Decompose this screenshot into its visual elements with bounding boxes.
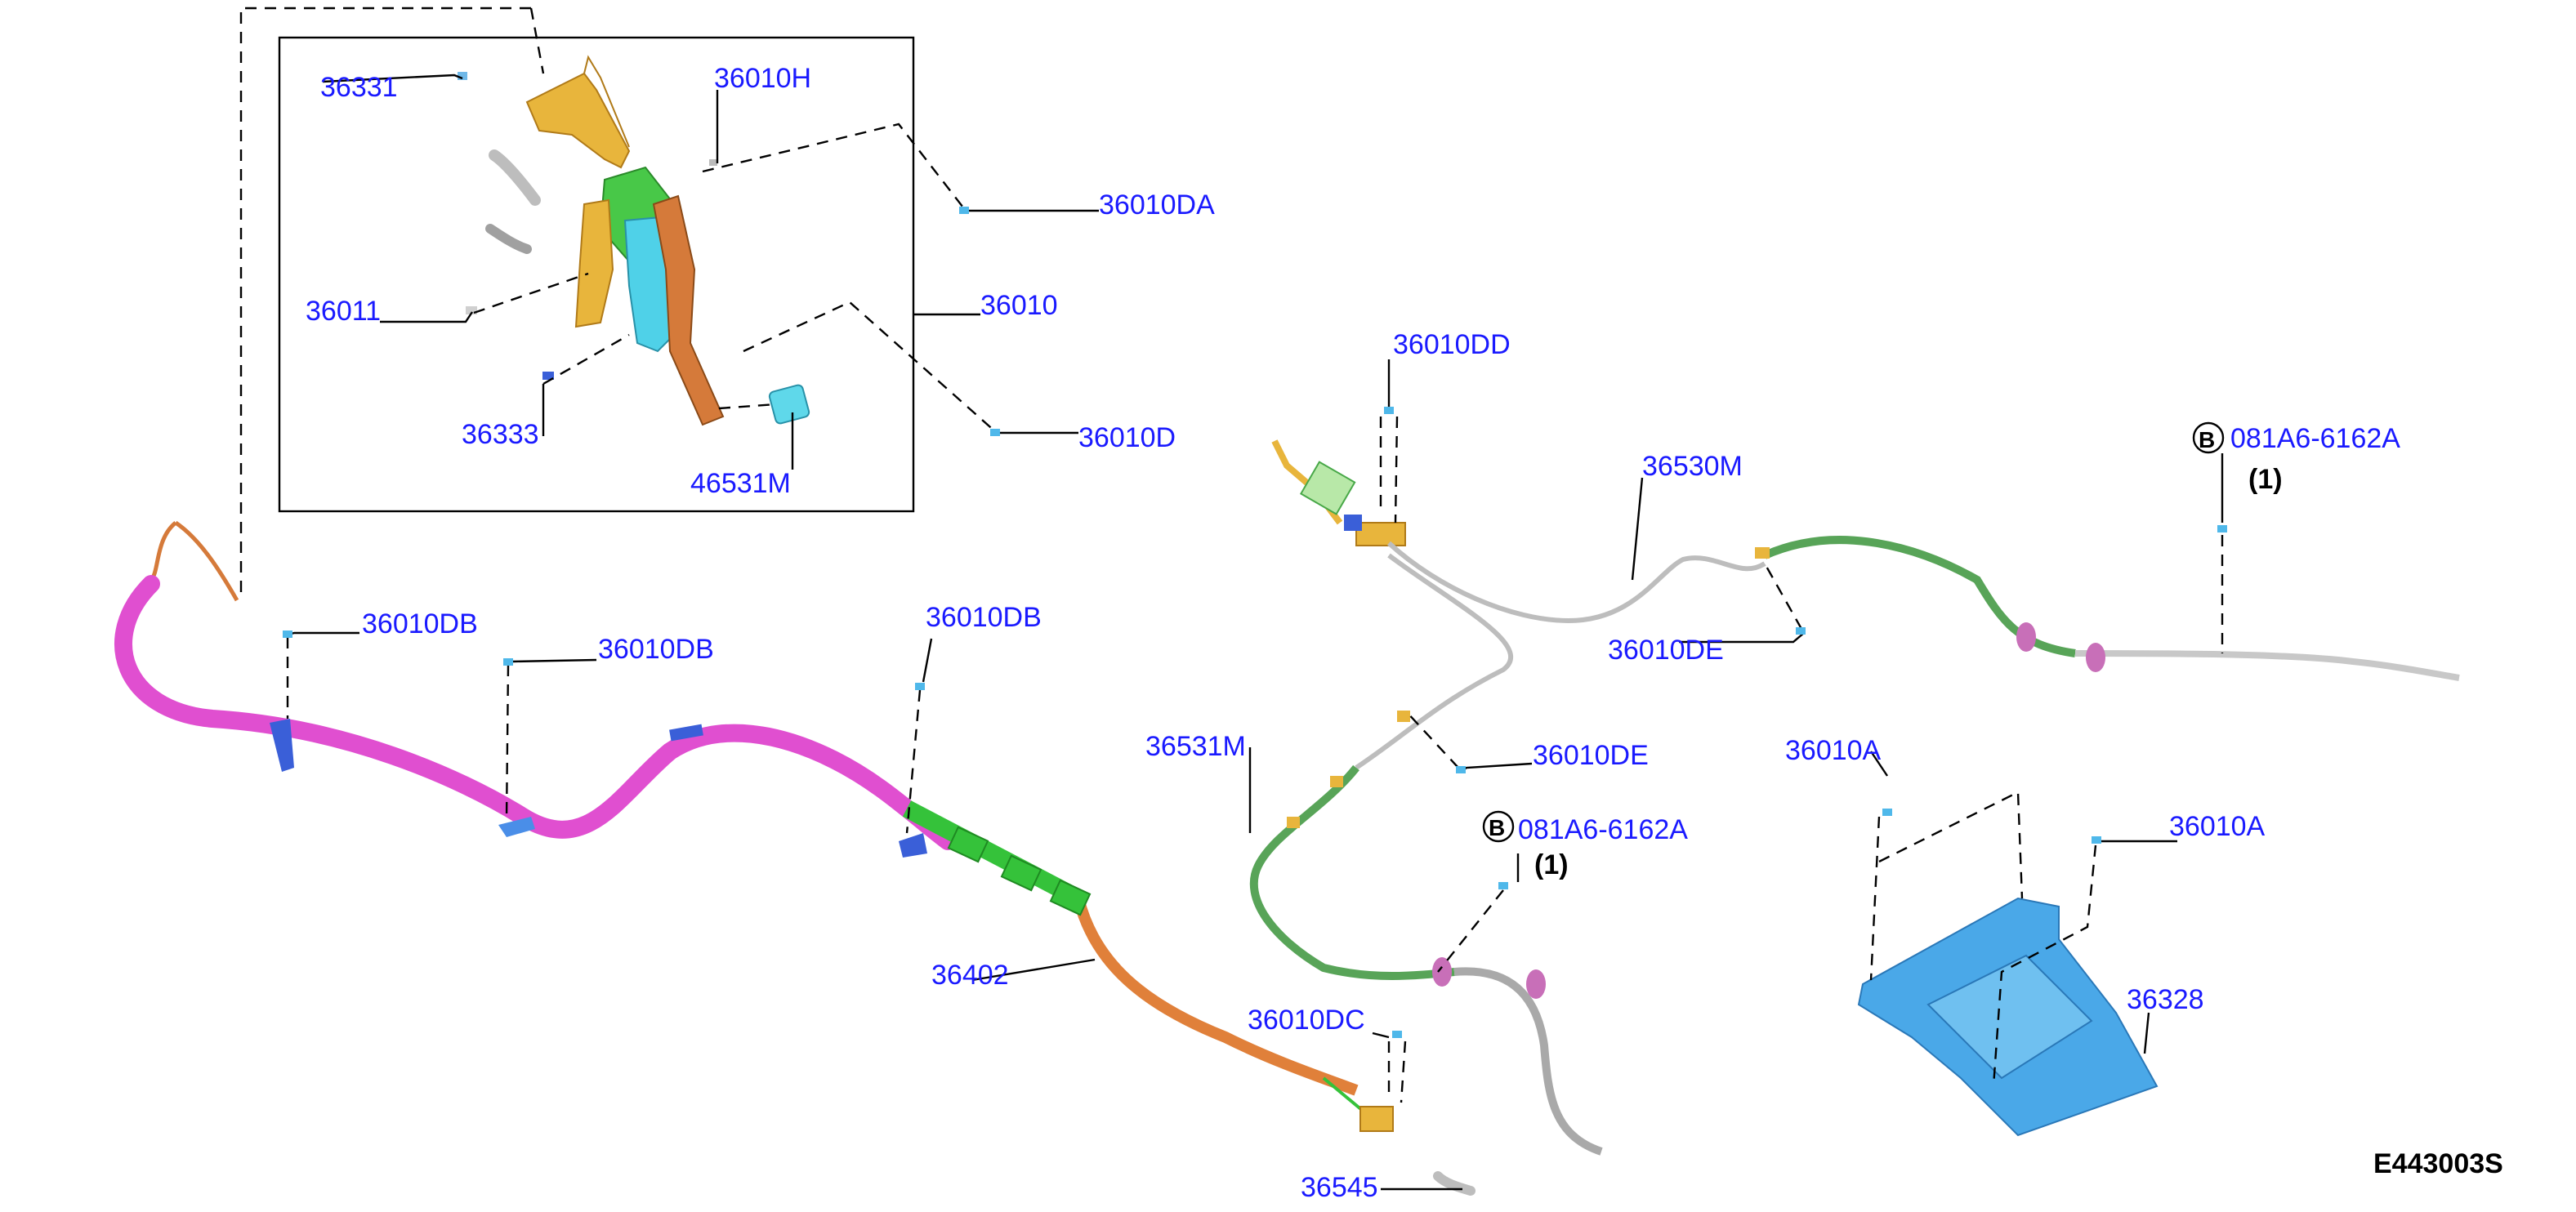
b-marker-1: B	[2199, 427, 2215, 452]
callout-36010D: 36010D	[1078, 422, 1176, 453]
bolt-36010DB-3	[915, 683, 925, 690]
callout-36010DD: 36010DD	[1393, 329, 1511, 360]
front-cable	[114, 520, 1476, 1196]
leader-36010DC	[1372, 1032, 1390, 1039]
leader-36010DE-2	[1460, 762, 1533, 773]
callout-36010DE-2: 36010DE	[1533, 740, 1649, 771]
heat-shield	[1857, 897, 2159, 1137]
callout-36010DE-1: 36010DE	[1608, 635, 1724, 666]
leader-36011	[380, 311, 473, 323]
leader-36530M	[1631, 477, 1644, 581]
leader-36010A-1	[1870, 751, 1888, 777]
callout-36010H: 36010H	[714, 63, 811, 94]
callout-36531M: 36531M	[1145, 731, 1246, 762]
b-marker-2: B	[1489, 815, 1505, 840]
dash-36010DD	[1379, 416, 1399, 524]
pedal-assembly	[458, 55, 810, 426]
callout-36010A-2: 36010A	[2169, 811, 2266, 842]
callout-36010DC: 36010DC	[1248, 1005, 1365, 1036]
bolt-b2	[1498, 882, 1508, 889]
leader-36010DB-3	[922, 638, 933, 683]
bolt-36010DA	[959, 207, 969, 214]
callout-36010DB-3: 36010DB	[926, 602, 1042, 633]
inset-frame	[278, 36, 915, 513]
callout-qty-2: (1)	[1534, 849, 1569, 880]
bolt-36010DD	[1384, 407, 1394, 414]
dash-36010DB-2	[505, 664, 510, 822]
leader-36010DE-1	[1679, 632, 1805, 644]
dash-36010DB-3	[905, 689, 922, 834]
callout-36010DA: 36010DA	[1099, 189, 1215, 221]
callout-36545: 36545	[1301, 1172, 1378, 1203]
callout-36333: 36333	[462, 419, 539, 450]
leader-36010DB-2	[512, 658, 597, 663]
bolt-36010DB-1	[283, 631, 292, 638]
bolt-36010A-1	[1882, 809, 1892, 816]
callout-36328: 36328	[2127, 984, 2204, 1015]
callout-36010DB-1: 36010DB	[362, 608, 478, 639]
dash-36010DE-2	[1404, 710, 1459, 769]
figure-code: E443003S	[2373, 1148, 2503, 1179]
dash-46531M	[718, 403, 777, 410]
b-marker-1-circle	[2192, 421, 2225, 454]
callout-36010: 36010	[980, 290, 1058, 321]
callout-081A6-6162A-2: 081A6-6162A	[1518, 814, 1688, 845]
dash-36333	[542, 333, 630, 385]
bolt-36010DE-2	[1456, 766, 1466, 773]
callout-081A6-6162A-1: 081A6-6162A	[2230, 423, 2400, 454]
dash-36010A-1	[1869, 791, 2024, 981]
dash-36010DE-1	[1763, 563, 1803, 630]
b-marker-2-circle	[1482, 810, 1515, 843]
callout-46531M: 46531M	[690, 468, 791, 499]
bolt-36010A-2	[2092, 836, 2101, 844]
callout-36402: 36402	[931, 960, 1009, 991]
bolt-36010DE-1	[1796, 627, 1806, 635]
dash-36011	[473, 272, 589, 314]
leader-36010DB-1	[285, 631, 359, 637]
dash-b2	[1437, 889, 1504, 973]
dash-36010DC	[1387, 1040, 1407, 1103]
rear-cables	[1249, 439, 2460, 1156]
callout-36010DB-2: 36010DB	[598, 634, 714, 665]
callout-36530M: 36530M	[1642, 451, 1743, 482]
leader-36328	[2143, 1012, 2150, 1054]
inset-dashed-link-top	[529, 7, 545, 74]
bolt-b1	[2217, 525, 2227, 532]
dash-36010A-2	[1992, 844, 2097, 1087]
dash-36010DA	[702, 123, 967, 212]
leader-36331	[322, 74, 463, 83]
callout-36331: 36331	[320, 72, 398, 103]
leader-36402	[971, 958, 1096, 982]
callout-36010A-1: 36010A	[1785, 735, 1882, 766]
callout-qty-1: (1)	[2248, 464, 2283, 495]
bolt-36010DC	[1392, 1031, 1402, 1038]
bolt-36010DB-2	[503, 658, 513, 666]
callout-36011: 36011	[306, 296, 381, 327]
bolt-36010D	[990, 429, 1000, 436]
